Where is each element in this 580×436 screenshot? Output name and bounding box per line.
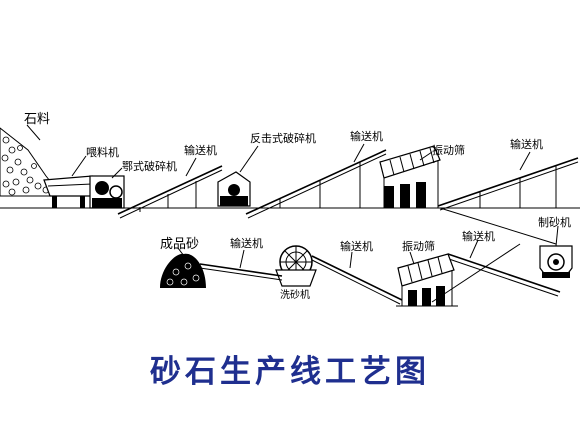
screen-1-leader [419, 151, 433, 161]
vibrating-screen-2 [396, 253, 458, 307]
conveyor-2-leader [353, 143, 365, 163]
sand-washer-label: 洗砂机 [280, 288, 310, 301]
conveyor-1 [117, 165, 223, 219]
sand-washer [275, 245, 317, 287]
impact-crusher-label: 反击式破碎机 [250, 131, 316, 145]
conveyor-5-leader [349, 251, 353, 269]
conveyor-1-leader [185, 157, 197, 177]
jaw-crusher-label: 鄂式破碎机 [122, 159, 177, 173]
jaw-crusher-leader [111, 167, 123, 179]
conveyor-6 [431, 243, 561, 303]
sand-maker [539, 245, 573, 278]
finished-sand-pile [160, 253, 206, 288]
conveyor-3-leader [519, 151, 531, 171]
conveyor-3 [437, 157, 579, 211]
finished-sand-leader [177, 247, 185, 257]
vibrating-screen-2-label: 振动筛 [402, 239, 435, 253]
conveyor-1-label: 输送机 [184, 143, 217, 157]
conveyor-3-label: 输送机 [510, 137, 543, 151]
conveyor-2-label: 输送机 [350, 129, 383, 143]
conveyor-4-label: 输送机 [230, 236, 263, 250]
screen-2-leader [409, 251, 415, 265]
vibrating-screen-1-label: 振动筛 [432, 143, 465, 157]
diagram-title: 砂石生产线工艺图 [150, 354, 430, 390]
sand-maker-leader [555, 225, 559, 247]
vibrating-screen-1 [379, 145, 441, 208]
conveyor-4-leader [239, 249, 245, 269]
feeder-leader [71, 155, 87, 177]
conveyor-6-leader [469, 239, 479, 259]
stone-leader [26, 124, 41, 141]
impact-crusher-leader [239, 145, 259, 173]
impact-crusher [217, 171, 251, 207]
finished-sand-label: 成品砂 [160, 237, 199, 252]
feeder-label: 喂料机 [86, 145, 119, 159]
feeder [43, 175, 93, 208]
conveyor-4 [199, 263, 283, 281]
conveyor-2 [245, 149, 387, 219]
jaw-crusher [89, 175, 125, 209]
conveyor-5-label: 输送机 [340, 239, 373, 253]
sand-maker-label: 制砂机 [538, 215, 571, 229]
conveyor-6-label: 输送机 [462, 229, 495, 243]
stone-label: 石料 [24, 112, 50, 127]
feed-line-to-sand-maker [439, 207, 557, 245]
conveyor-5 [311, 255, 403, 305]
